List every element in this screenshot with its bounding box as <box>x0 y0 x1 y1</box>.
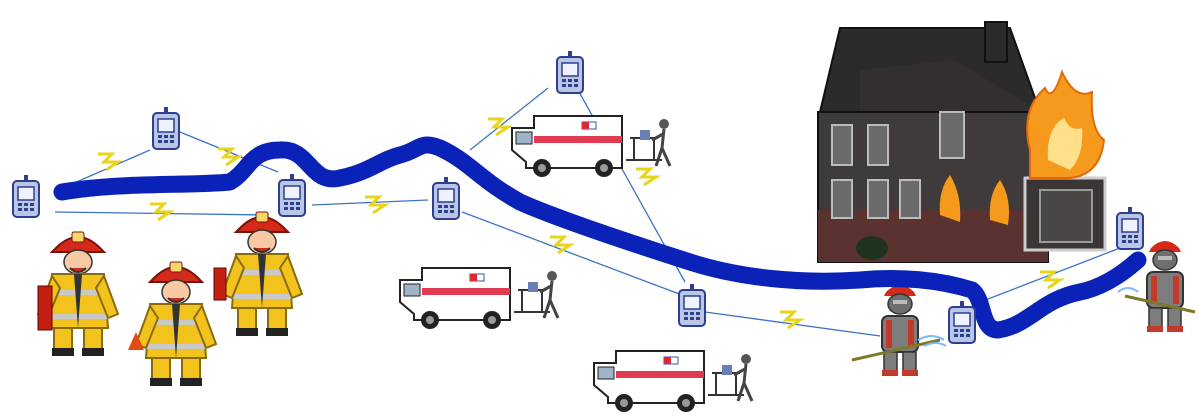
hose-line <box>851 338 941 362</box>
link-line <box>461 211 683 296</box>
mobile-phone-icon <box>948 300 976 344</box>
mobile-phone-icon <box>152 106 180 150</box>
wireless-signal-icon <box>96 152 120 172</box>
wireless-signal-icon <box>216 147 240 167</box>
mobile-phone-icon <box>432 176 460 220</box>
fire-extinguisher-icon <box>37 285 53 331</box>
robot-firefighters <box>851 240 1196 377</box>
wireless-signal-icon <box>363 195 387 215</box>
hose-line <box>1124 294 1196 314</box>
wireless-signal-icon <box>778 310 802 330</box>
link-line <box>311 199 429 206</box>
wireless-signal-icon <box>1038 270 1062 290</box>
traffic-cone-icon <box>128 332 144 350</box>
firefighter-icon <box>221 211 303 337</box>
mobile-phone-icon <box>678 283 706 327</box>
link-line <box>974 247 1121 305</box>
communication-route <box>53 136 1147 339</box>
link-line <box>469 87 549 151</box>
wireless-signal-icon <box>148 202 172 222</box>
burning-house-icon <box>817 21 1107 263</box>
firefighters <box>37 211 303 387</box>
water-spray <box>1117 287 1139 293</box>
mobile-phone-icon <box>12 174 40 218</box>
wireless-signal-icon <box>548 235 572 255</box>
fire-extinguisher-icon <box>213 267 227 301</box>
robot-firefighter-icon <box>1146 240 1184 333</box>
robot-firefighter-icon <box>881 284 919 377</box>
water-spray <box>917 335 947 347</box>
mobile-phone-icon <box>1116 206 1144 250</box>
wireless-signal-icon <box>634 167 658 187</box>
mobile-phone-icon <box>278 173 306 217</box>
ambulance-icon <box>592 349 754 414</box>
ambulance-icon <box>398 266 560 331</box>
firefighter-icon <box>135 261 217 387</box>
mobile-phone-icon <box>556 50 584 94</box>
